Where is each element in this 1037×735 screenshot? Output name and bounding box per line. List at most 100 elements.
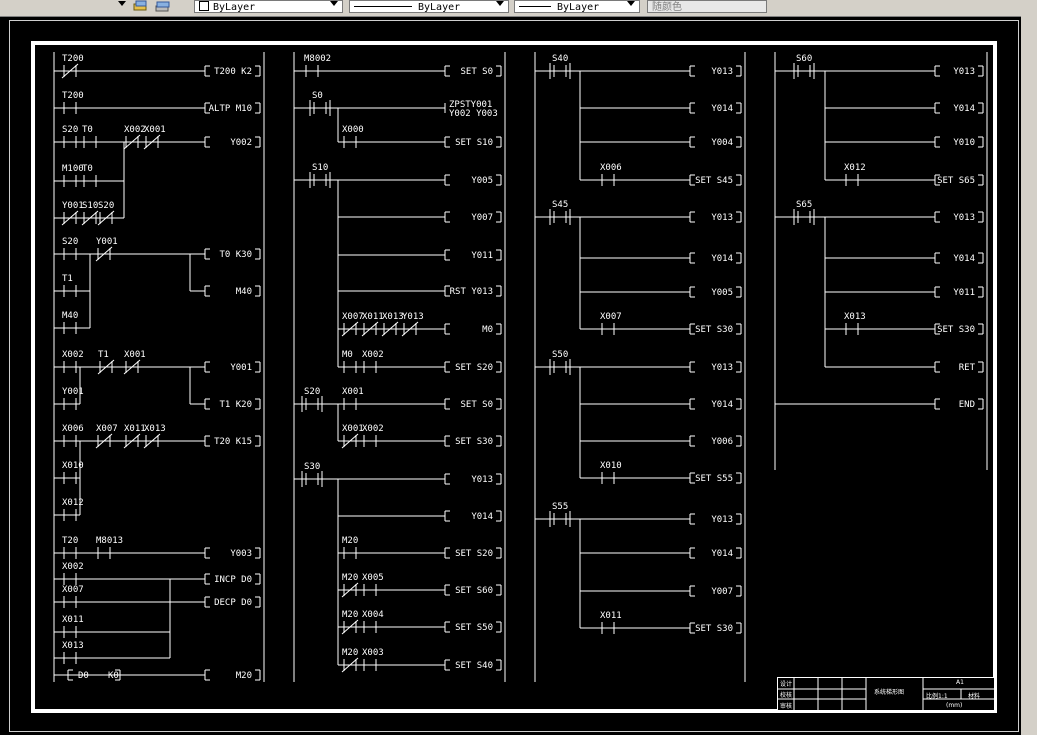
contact-label: S20 (62, 237, 78, 247)
contact-label: X004 (362, 610, 384, 620)
contact-label: X007 (62, 585, 84, 595)
layer-icon[interactable] (132, 0, 150, 13)
coil-label: T0 K30 (219, 250, 252, 260)
title-block: 设计 校核 审核 系统梯形图 A1 比例1:1 材料 (mm) (777, 677, 995, 711)
contact-label: X001 (124, 350, 146, 360)
contact-label: X011 (124, 424, 146, 434)
linetype-select[interactable]: ByLayer (349, 0, 509, 13)
coil-label: Y005 (471, 176, 493, 186)
contact-label: X002 (62, 562, 84, 572)
rung-wire (123, 134, 141, 150)
contact-label: X002 (362, 424, 384, 434)
coil-label: T200 K2 (214, 67, 252, 77)
toolbar-dropdown-arrow-icon[interactable] (118, 1, 126, 6)
contact-label: X006 (600, 163, 622, 173)
coil-label: DECP D0 (214, 598, 252, 608)
coil-label: SET S20 (455, 549, 493, 559)
contact-label: T0 (82, 164, 93, 174)
lineweight-select-arrow-icon[interactable] (627, 1, 635, 6)
rung-wire (341, 619, 359, 635)
contact-label: X007 (342, 312, 364, 322)
layer-stack-icon[interactable] (154, 0, 172, 13)
contact-label: S45 (552, 200, 568, 210)
coil-label: SET S40 (455, 661, 493, 671)
contact-label: T0 (82, 125, 93, 135)
coil-label: SET S60 (455, 586, 493, 596)
contact-label: Y001 (96, 237, 118, 247)
coil-label: Y014 (953, 254, 975, 264)
vertical-scrollbar[interactable] (1021, 16, 1037, 735)
linetype-select-arrow-icon[interactable] (496, 1, 504, 6)
contact-label: X002 (362, 350, 384, 360)
contact-label: X001 (342, 424, 364, 434)
unit-label: (mm) (946, 702, 963, 709)
coil-label: SET S0 (460, 67, 493, 77)
contact-label: X013 (62, 641, 84, 651)
rung-wire (123, 433, 141, 449)
coil-label: Y014 (711, 400, 733, 410)
drawing-border-outer (9, 20, 1019, 732)
contact-label: M20 (342, 536, 358, 546)
contact-label: X003 (362, 648, 384, 658)
sheet-size: A1 (956, 679, 964, 686)
color-swatch-icon (199, 1, 209, 11)
coil-label: Y011 (953, 288, 975, 298)
coil-label: SET S55 (695, 474, 733, 484)
coil-label: ZPSTY001 (449, 100, 492, 110)
coil-label: SET S30 (937, 325, 975, 335)
coil-label: Y014 (953, 104, 975, 114)
contact-label: Y001 (62, 387, 84, 397)
coil-label: Y003 (230, 549, 252, 559)
contact-label: S60 (796, 54, 812, 64)
contact-label: S55 (552, 502, 568, 512)
coil-label: END (959, 400, 975, 410)
coil-label: Y005 (711, 288, 733, 298)
rung-wire (123, 359, 141, 375)
rung-wire (143, 134, 161, 150)
linetype-preview (354, 6, 412, 7)
coil-label: SET S30 (695, 624, 733, 634)
contact-label: S10 (312, 163, 328, 173)
drawing-border-inner (31, 41, 997, 713)
rung-wire (341, 582, 359, 598)
designer-label: 设计 (780, 681, 793, 688)
contact-label: S0 (312, 91, 323, 101)
material-label: 材料 (968, 693, 981, 700)
coil-label: M40 (236, 287, 252, 297)
contact-label: X007 (600, 312, 622, 322)
rung-wire (143, 433, 161, 449)
contact-label: M8002 (304, 54, 331, 64)
lineweight-preview (519, 6, 551, 7)
coil-label: Y014 (711, 254, 733, 264)
approver-label: 审核 (780, 703, 793, 710)
contact-label: X002 (62, 350, 84, 360)
coil-label: M0 (482, 325, 493, 335)
contact-label: X011 (600, 611, 622, 621)
coil-label: Y006 (711, 437, 733, 447)
contact-label: X006 (62, 424, 84, 434)
contact-label: S30 (304, 462, 320, 472)
contact-label: M100 (62, 164, 84, 174)
contact-label: X013 (144, 424, 166, 434)
rung-wire (97, 359, 115, 375)
coil-label: SET S50 (455, 623, 493, 633)
contact-label: T200 (62, 91, 84, 101)
lineweight-select[interactable]: ByLayer (514, 0, 640, 13)
contact-label: X011 (362, 312, 384, 322)
coil-label: RET (959, 363, 976, 373)
coil-label: Y002 (230, 138, 252, 148)
color-select[interactable]: ByLayer (194, 0, 343, 13)
coil-label: SET S30 (455, 437, 493, 447)
title-block-grid (778, 678, 994, 710)
coil-label: ALTP M10 (209, 104, 252, 114)
coil-label: Y013 (953, 67, 975, 77)
rung-wire (95, 246, 113, 262)
color-select-arrow-icon[interactable] (330, 1, 338, 6)
rung-wire (341, 433, 359, 449)
contact-label: T1 (62, 274, 73, 284)
checker-label: 校核 (780, 692, 793, 699)
scale-label: 比例1:1 (926, 693, 948, 700)
coil-label: Y002 Y003 (449, 109, 498, 119)
contact-label: S40 (552, 54, 568, 64)
coil-label: SET S20 (455, 363, 493, 373)
